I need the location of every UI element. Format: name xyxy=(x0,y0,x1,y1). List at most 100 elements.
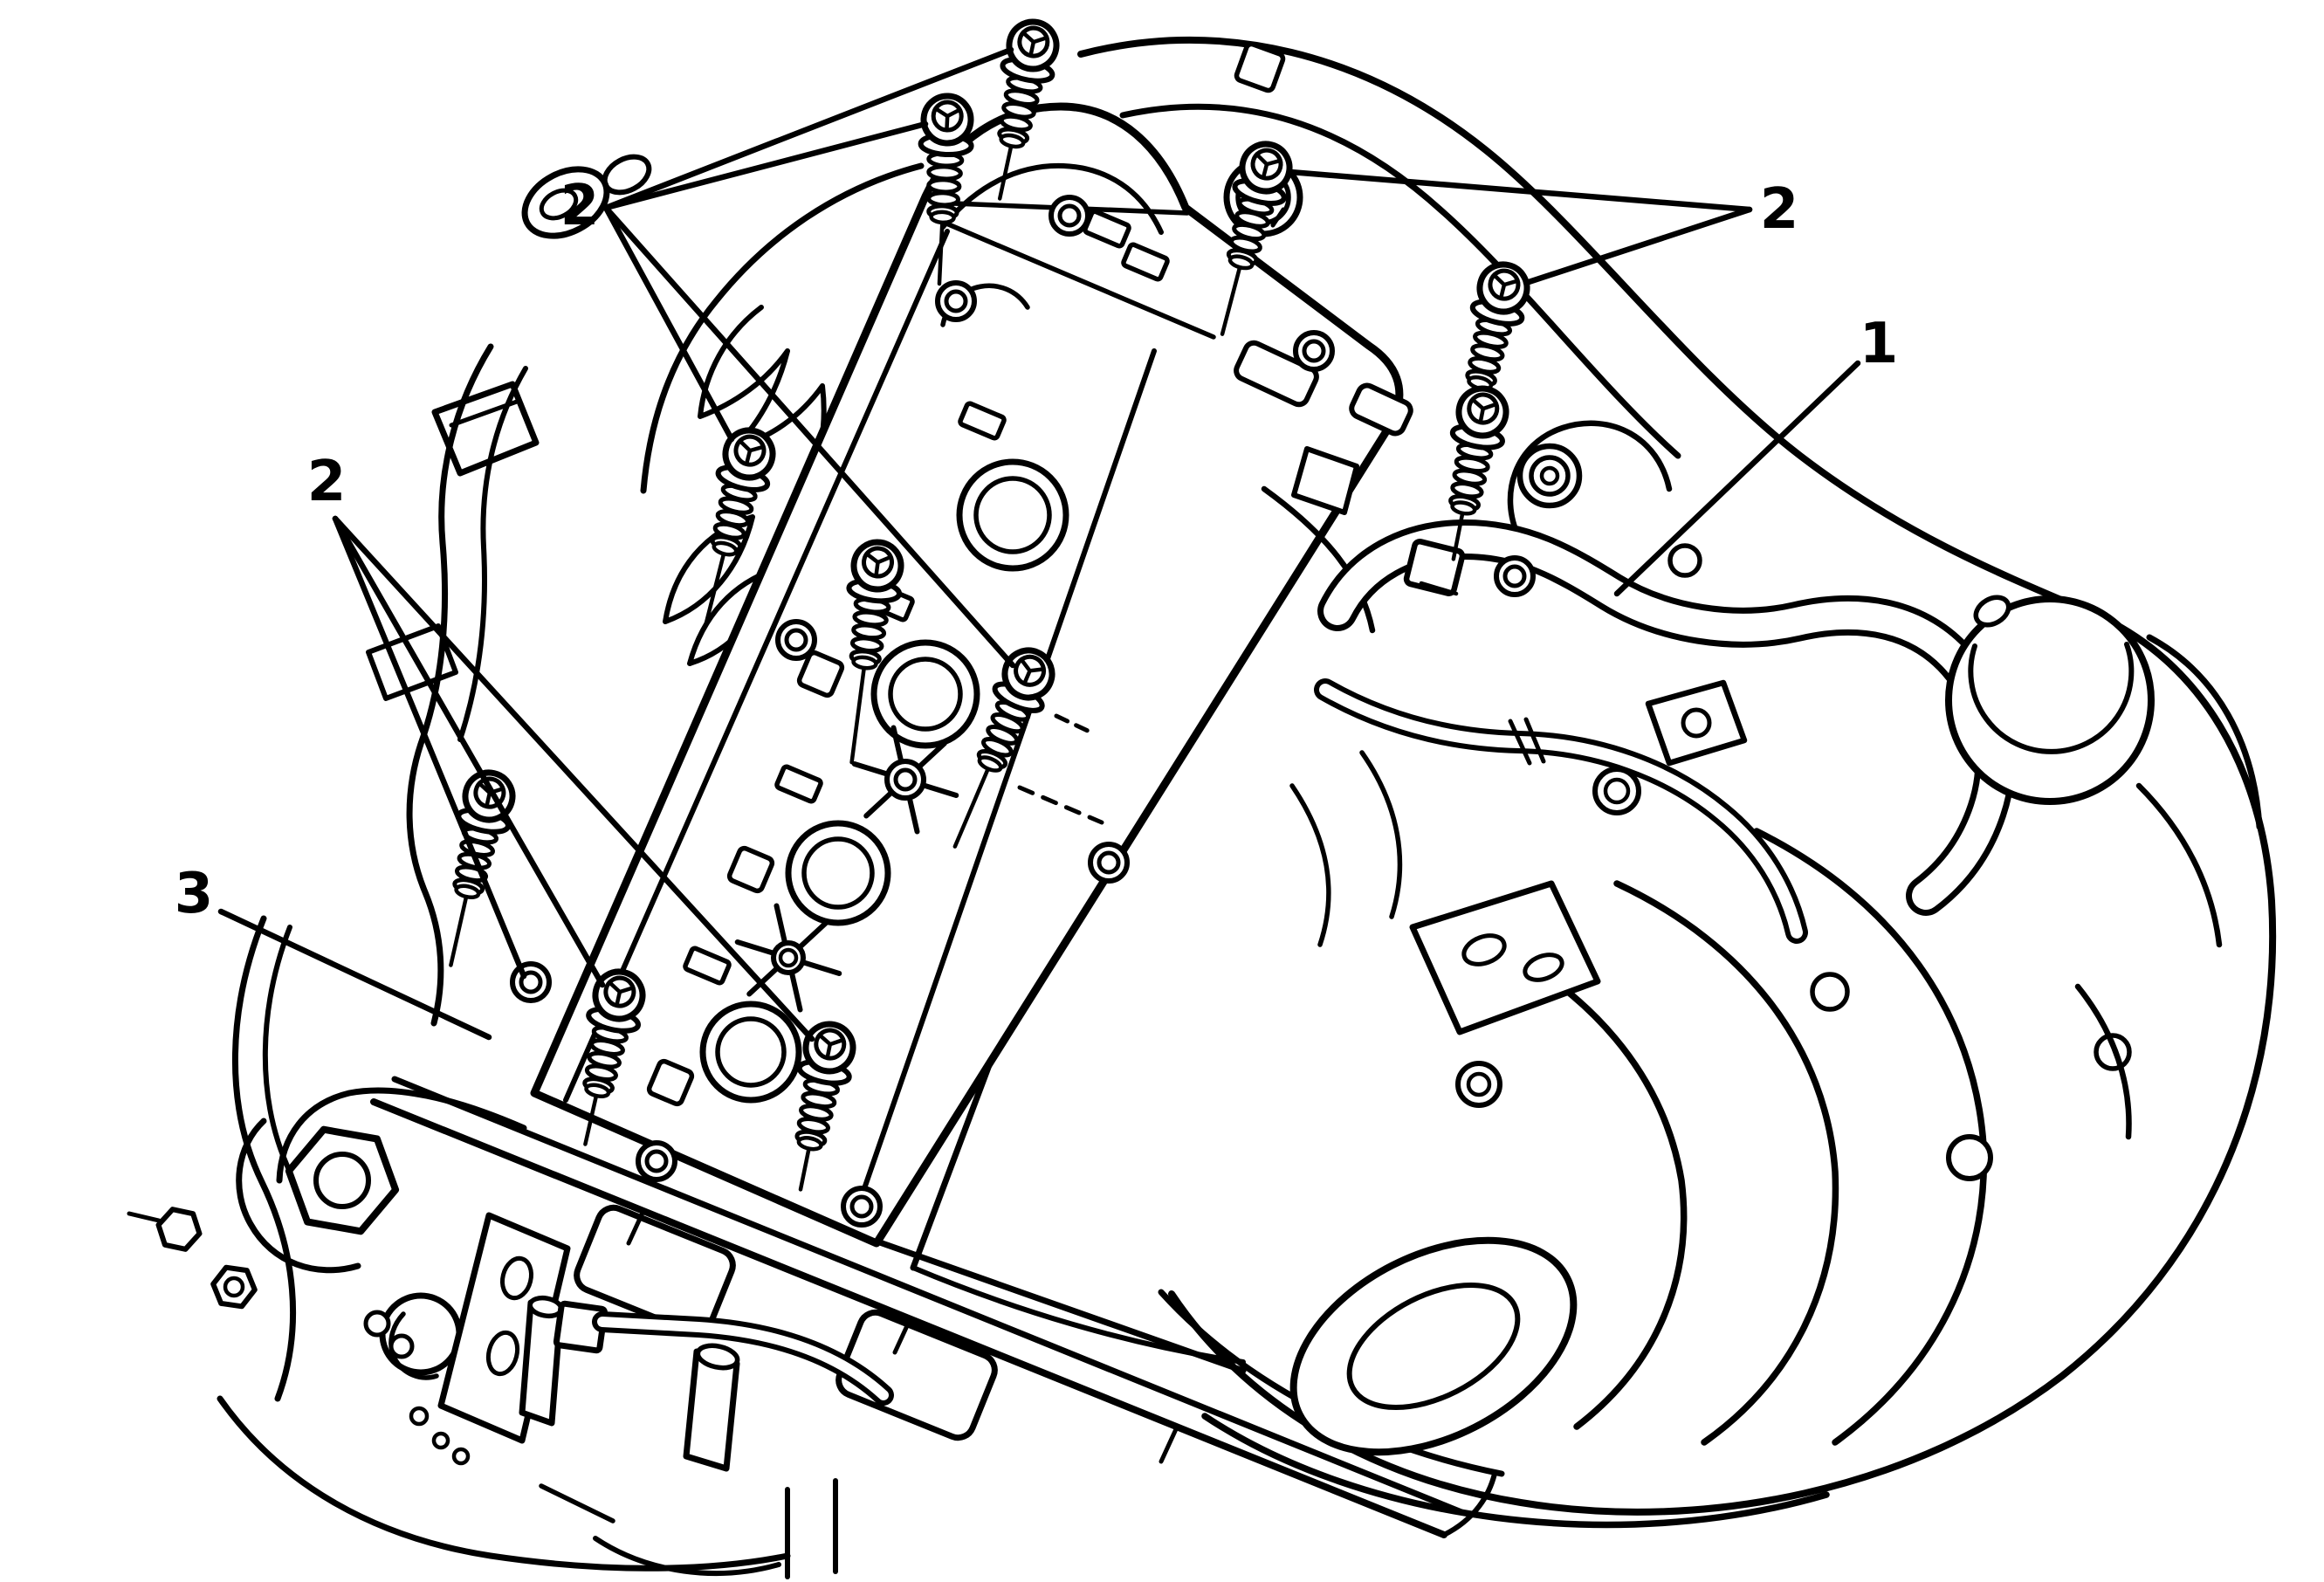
camshaft-cover-bolt-6-spoke xyxy=(738,439,753,453)
camshaft-cover-bolt-7 xyxy=(846,539,904,765)
hose-clip-3 xyxy=(646,1058,695,1107)
coil-rail-line-2 xyxy=(391,1076,1465,1516)
exhaust-ear-zigzag xyxy=(698,305,827,511)
wire-2 xyxy=(1359,750,1403,919)
camshaft-cover-bolt-1-spoke xyxy=(1031,36,1049,45)
manifold-bolt-4 xyxy=(1946,1134,1993,1181)
fuel-rail-bracket xyxy=(1409,880,1601,1035)
bracket-oval-1 xyxy=(1461,933,1507,966)
camshaft-cover-bolt-7-axis xyxy=(849,660,867,765)
stud-hex-1 xyxy=(155,1207,203,1252)
camshaft-cover-bolt-10-washer-inner xyxy=(644,1149,669,1173)
camshaft-cover-bolt-8-axis xyxy=(952,761,993,849)
camshaft-cover-bolt-9-hole xyxy=(510,961,552,1003)
callout-1-label: 1 xyxy=(1860,312,1899,376)
pcv-connector-line xyxy=(1419,581,1459,596)
star-boss-2-spoke xyxy=(788,969,803,1013)
camshaft-cover-bolt-11-spoke xyxy=(818,1033,833,1047)
spark-plug-well-3-inner xyxy=(801,836,875,910)
camshaft-cover-bolt-2 xyxy=(918,93,974,286)
camshaft-cover-bolt-2-spoke xyxy=(945,113,950,132)
camshaft-cover-bolt-8-spoke xyxy=(1028,667,1045,673)
callout-2-left-leader xyxy=(332,515,527,980)
cover-slot-3 xyxy=(958,401,1007,441)
camshaft-cover-bolt-10 xyxy=(582,968,646,1146)
throttle-body-nub xyxy=(1973,595,2011,628)
camshaft-cover-bolt-10-axis xyxy=(583,1088,600,1146)
camshaft-cover-bolt-1-washer xyxy=(1049,195,1090,237)
camshaft-cover-bolt-10-spoke xyxy=(608,980,622,994)
star-boss-1-spoke xyxy=(913,740,947,773)
camshaft-cover-bolt-3-spoke xyxy=(1255,153,1269,167)
camshaft-cover-bolt-4-spoke xyxy=(1502,279,1519,287)
bolts-layer xyxy=(449,18,1583,1228)
wire-1 xyxy=(1289,783,1331,947)
camshaft-cover-bolt-5-spoke xyxy=(1471,397,1486,411)
camshaft-cover-bolt-9-washer xyxy=(510,961,552,1003)
camshaft-cover-bolt-9-spoke xyxy=(478,781,492,795)
star-boss-1-spoke xyxy=(905,791,920,835)
camshaft-cover-bolt-4-grommet-outer xyxy=(1516,443,1583,509)
pcv-hose xyxy=(1324,526,2010,910)
front-boss-inner-arc xyxy=(388,1311,439,1380)
camshaft-cover-bolt-8-washer xyxy=(1088,842,1130,884)
map-sensor-circle xyxy=(1681,707,1712,739)
camshaft-cover-bolt-6-spoke xyxy=(745,448,753,465)
cover-u-channel-1 xyxy=(1234,340,1319,408)
camshaft-cover-bolt-4-hole xyxy=(1516,443,1583,509)
hose-clamp-1 xyxy=(1508,719,1532,766)
camshaft-cover-bolt-2-axis xyxy=(937,215,945,286)
camshaft-cover-bolt-6-washer xyxy=(775,619,817,661)
camshaft-cover-bolt-1-spoke xyxy=(1028,39,1036,58)
bracket-dot-1 xyxy=(409,1406,430,1427)
left-bracket-line xyxy=(449,399,519,428)
camshaft-cover-bolt-2-thread xyxy=(926,177,962,195)
manifold-sensor xyxy=(1592,767,1641,815)
bracket-dot-2 xyxy=(431,1431,450,1450)
camshaft-cover-bolt-7-washer xyxy=(884,759,926,801)
coil-rail-hook xyxy=(1441,1471,1497,1537)
camshaft-cover-bolt-10-hole xyxy=(636,1140,677,1182)
camshaft-cover-bolt-8-hole xyxy=(1088,842,1130,884)
star-boss-2-spoke xyxy=(734,939,777,956)
star-boss-2-spoke xyxy=(800,960,842,977)
stud-hex-2 xyxy=(210,1264,258,1310)
camshaft-cover-bolt-5-spoke xyxy=(1478,406,1486,424)
callout-3-leader xyxy=(217,908,492,1041)
cover-u-channel-2 xyxy=(1349,382,1413,437)
camshaft-cover-bolt-11-washer xyxy=(841,1186,883,1228)
cover-slot-2 xyxy=(1121,242,1170,282)
camshaft-cover-bolt-11 xyxy=(794,1021,856,1192)
bracket-oval-2 xyxy=(1523,953,1564,982)
front-cover-hex-inner xyxy=(313,1152,371,1209)
camshaft-cover-bolt-6-washer-inner xyxy=(784,628,808,652)
cover-slot-6 xyxy=(683,946,732,986)
callout-2-left-leader xyxy=(332,515,606,988)
camshaft-cover-bolt-8-spoke xyxy=(1020,658,1032,673)
engine-outline-inner-top xyxy=(1119,103,1681,459)
camshaft-cover-bolt-5-washer-inner xyxy=(1502,564,1527,588)
manifold-bolt-2 xyxy=(1810,972,1850,1012)
throttle-duct-2 xyxy=(2135,782,2223,948)
block-bottom-curve xyxy=(217,1395,791,1572)
callout-2-upper-right-label: 2 xyxy=(1760,177,1799,242)
star-boss-2 xyxy=(734,903,842,1013)
camshaft-cover-bolt-6-axis xyxy=(704,547,727,625)
camshaft-cover-bolt-6-tip xyxy=(712,540,739,557)
hose-clip-2 xyxy=(726,845,775,894)
manifold-sensor-inner xyxy=(1603,777,1631,805)
left-hose-1 xyxy=(232,915,297,1402)
exhaust-ear-oval-2 xyxy=(602,154,652,196)
cover-top-seam xyxy=(932,216,1216,340)
rail-tick-3 xyxy=(1159,1427,1179,1464)
camshaft-cover-bolt-11-tip xyxy=(796,1136,823,1152)
camshaft-cover-bolt-7-spoke xyxy=(865,552,880,565)
callout-2-upper-left-leader xyxy=(602,204,735,443)
cover-dash-2 xyxy=(1054,713,1092,734)
engine-outline-upper xyxy=(1077,36,2277,1516)
rail-tick-1 xyxy=(626,1208,646,1246)
manifold-bolt-1 xyxy=(1667,543,1702,578)
callout-2-upper-left-leader xyxy=(602,46,1014,211)
elbow-pipe xyxy=(597,1317,889,1400)
